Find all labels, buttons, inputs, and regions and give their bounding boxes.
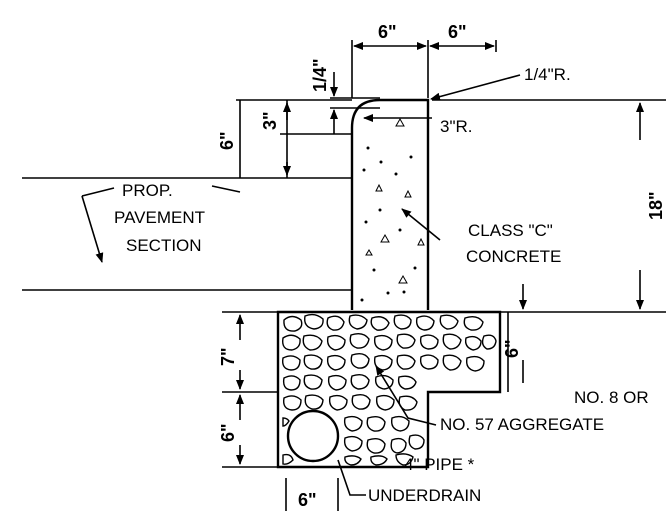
aggregate-stones: [281, 313, 497, 466]
dim-6-right-label: 6": [502, 339, 522, 358]
dim-18-label: 18": [646, 191, 666, 220]
dim-top-left-label: 6": [378, 22, 397, 42]
concrete-curb: [350, 98, 430, 310]
concrete-label-line1: CLASS "C": [468, 221, 553, 240]
three-radius-label: 3"R.: [440, 117, 473, 136]
aggregate-label-line2: NO. 57 AGGREGATE: [440, 415, 604, 434]
pavement-lines: [22, 177, 352, 291]
dim-3-left-label: 3": [260, 111, 280, 130]
underdrain-pipe: [286, 409, 340, 463]
dim-quarter-inch-label: 1/4": [310, 58, 330, 92]
dim-6-bottom-label: 6": [298, 490, 317, 510]
dim-top-right-label: 6": [448, 22, 467, 42]
pavement-label-line2: PAVEMENT: [114, 208, 205, 227]
dim-6-lower-label: 6": [218, 423, 238, 442]
concrete-speckles: [360, 117, 425, 302]
dim-7-label: 7": [218, 347, 238, 366]
concrete-label-line2: CONCRETE: [466, 247, 561, 266]
dimension-lines: [81, 40, 666, 511]
pavement-label-line1: PROP.: [122, 181, 173, 200]
quarter-radius-label: 1/4"R.: [524, 65, 571, 84]
pavement-label-line3: SECTION: [126, 236, 202, 255]
aggregate-label-line1: NO. 8 OR: [574, 388, 649, 407]
dim-6-left-label: 6": [217, 131, 237, 150]
pipe-label-line2: UNDERDRAIN: [368, 486, 481, 505]
pipe-label-line1: 4" PIPE *: [404, 455, 475, 474]
